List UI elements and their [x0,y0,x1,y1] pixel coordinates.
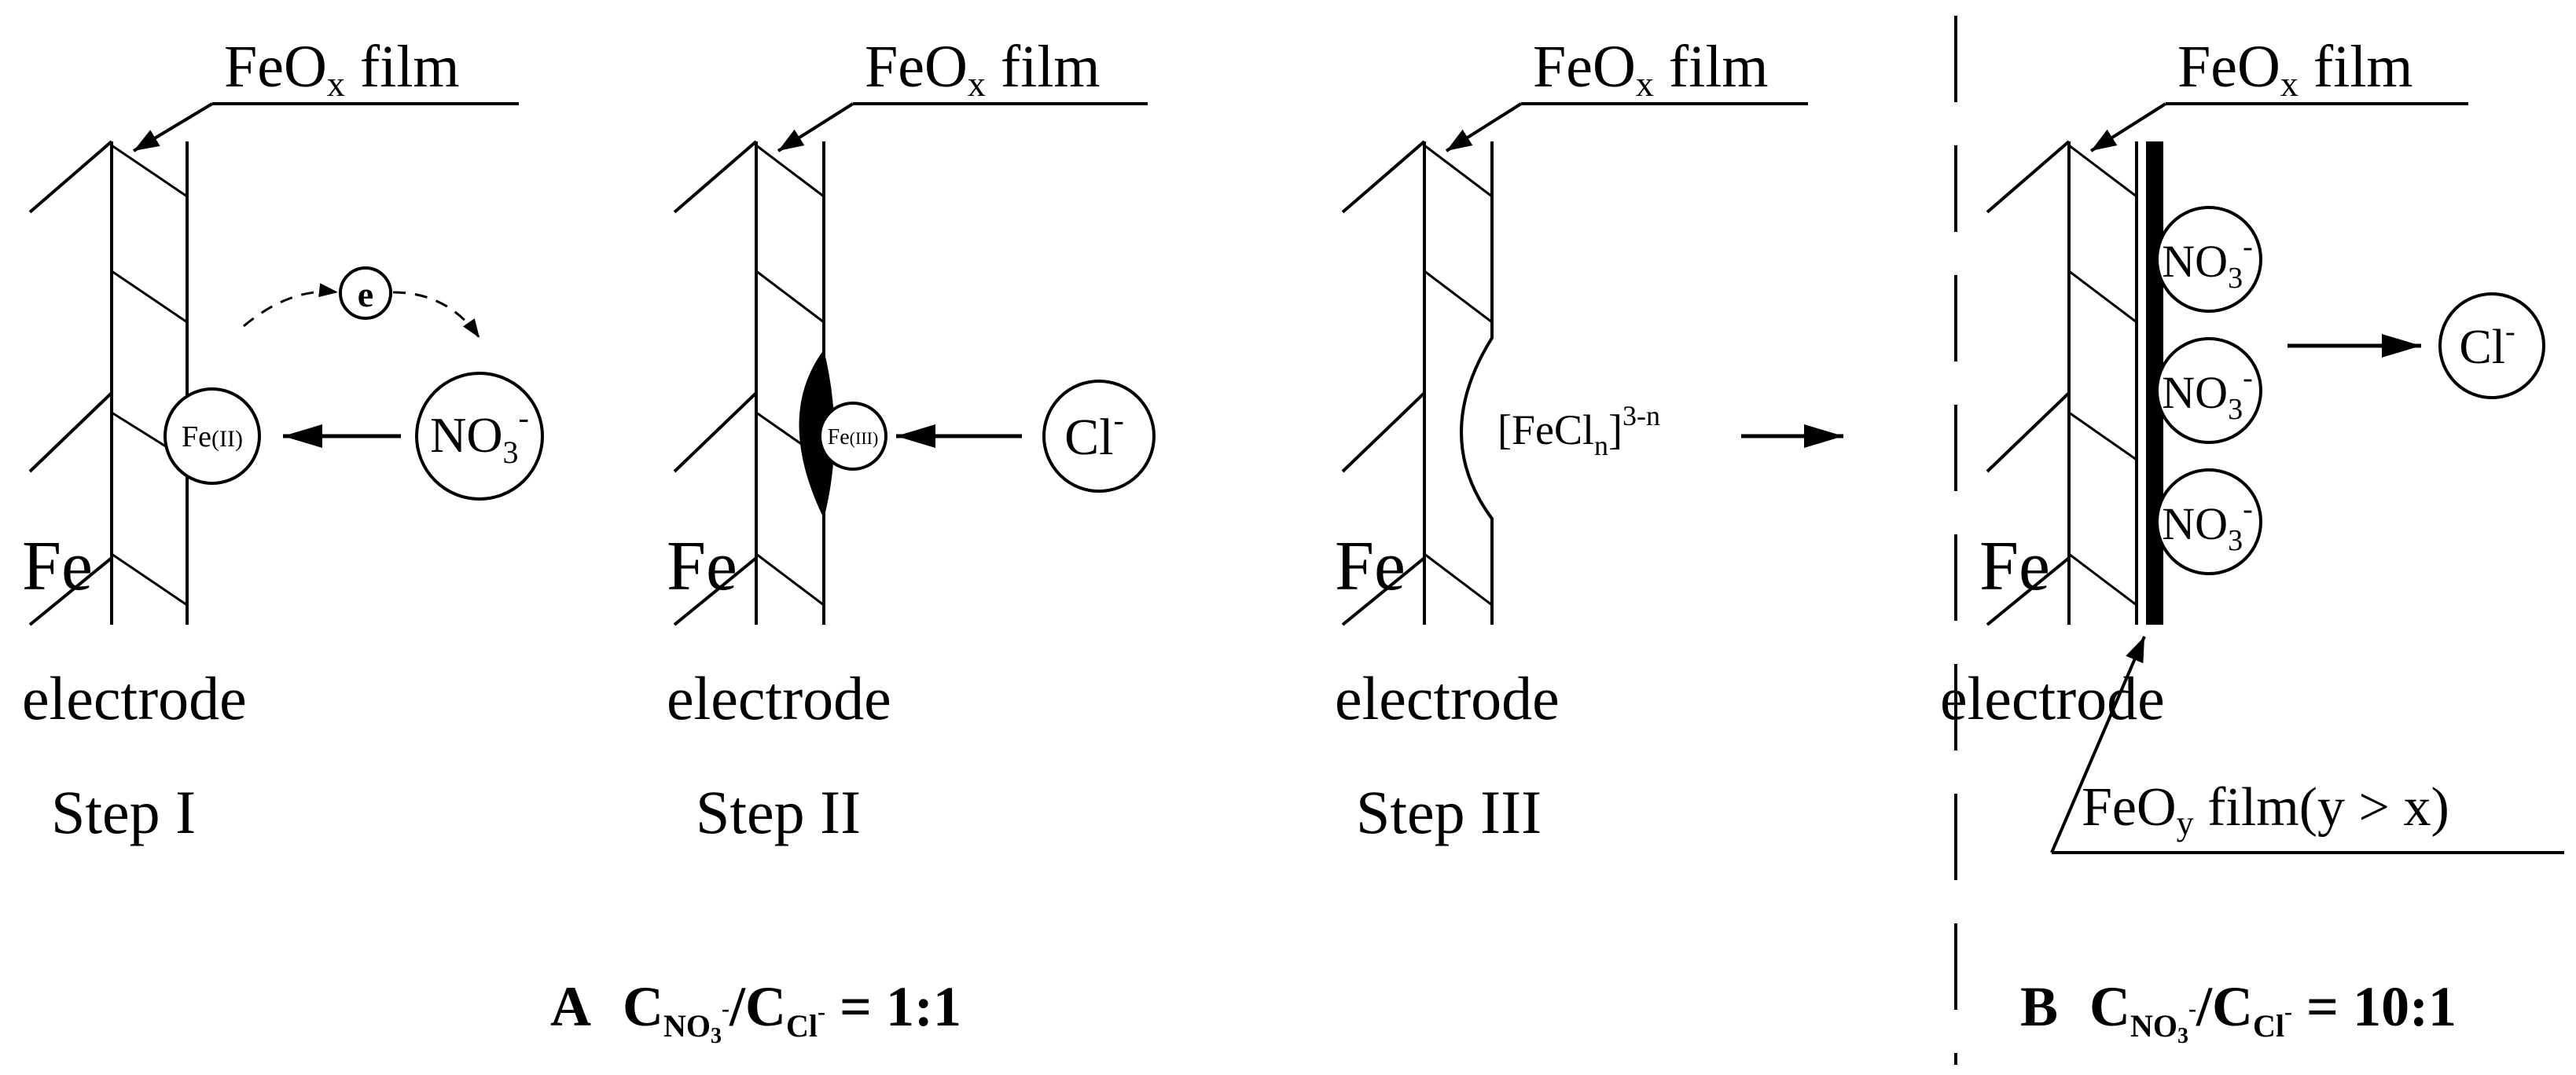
svg-text:FeOx film: FeOx film [2177,34,2413,104]
chloride-ion-panel-b: Cl- [2438,292,2545,399]
nitrate-ion-step-1: NO3- [415,372,544,501]
electron-path-return [392,291,481,339]
svg-text:FeOx film: FeOx film [1533,34,1769,104]
chloride-ion-step-2: Cl- [1042,380,1156,493]
svg-text:NO3-: NO3- [2162,493,2252,557]
svg-text:Fe(III): Fe(III) [828,425,879,449]
electron-path [243,283,339,328]
svg-text:e: e [358,274,373,314]
metal-label-step-2: Fe [667,527,737,605]
iron-chloride-complex: [FeCln]3-n [1497,400,1660,461]
metal-label-step-3: Fe [1335,527,1406,605]
svg-text:FeOx film: FeOx film [865,34,1101,104]
electrode-panel-b [1986,140,2138,626]
metal-label-panel-b: Fe [1979,527,2050,605]
metal-label-step-1: Fe [22,527,93,605]
adsorbed-nitrate-1: NO3- [2155,206,2262,313]
step-3-panel: FeOx film [FeCln]3-n Fe electrode Step I… [1335,34,1843,846]
step-1-label: Step I [51,778,196,846]
panel-b: FeOx film NO3- NO3- NO3- [1940,34,2564,854]
feoy-film-label: FeOy film(y > x) [2050,636,2564,854]
electrode-label-step-3: electrode [1335,664,1560,732]
svg-text:NO3-: NO3- [2162,361,2252,426]
step-2-label: Step II [696,778,861,846]
electrode-label-panel-b: electrode [1940,664,2165,732]
dissolved-pit [799,350,835,519]
svg-text:FeOy film(y > x): FeOy film(y > x) [2082,777,2449,842]
step-2-panel: FeOx film Fe(III) Cl- Fe electrode Step … [667,34,1156,846]
svg-text:Fe(II): Fe(II) [182,420,243,453]
film-label-step-2: FeOx film [777,34,1148,152]
film-label-step-1: FeOx film [132,34,519,152]
electrode-step-1 [28,140,189,626]
electrode-label-step-2: electrode [667,664,891,732]
fe-iii-site: Fe(III) [818,402,887,471]
fe-ii-site: Fe(II) [164,387,261,485]
film-label-step-3: FeOx film [1445,34,1808,152]
svg-text:NO3-: NO3- [2162,230,2252,295]
svg-text:Cl-: Cl- [2459,315,2515,374]
svg-text:NO3-: NO3- [430,400,529,470]
electrode-step-3 [1341,140,1494,626]
svg-text:FeOx film: FeOx film [224,34,460,104]
svg-text:Cl-: Cl- [1064,402,1124,466]
adsorbed-nitrate-3: NO3- [2155,468,2262,575]
electron-symbol: e [339,266,392,320]
step-3-label: Step III [1356,778,1542,846]
step-1-panel: FeOx film Fe(II) e NO3- Fe [22,34,544,846]
adsorbed-nitrate-2: NO3- [2155,337,2262,444]
electrode-label-step-1: electrode [22,664,247,732]
film-label-panel-b: FeOx film [2089,34,2468,152]
